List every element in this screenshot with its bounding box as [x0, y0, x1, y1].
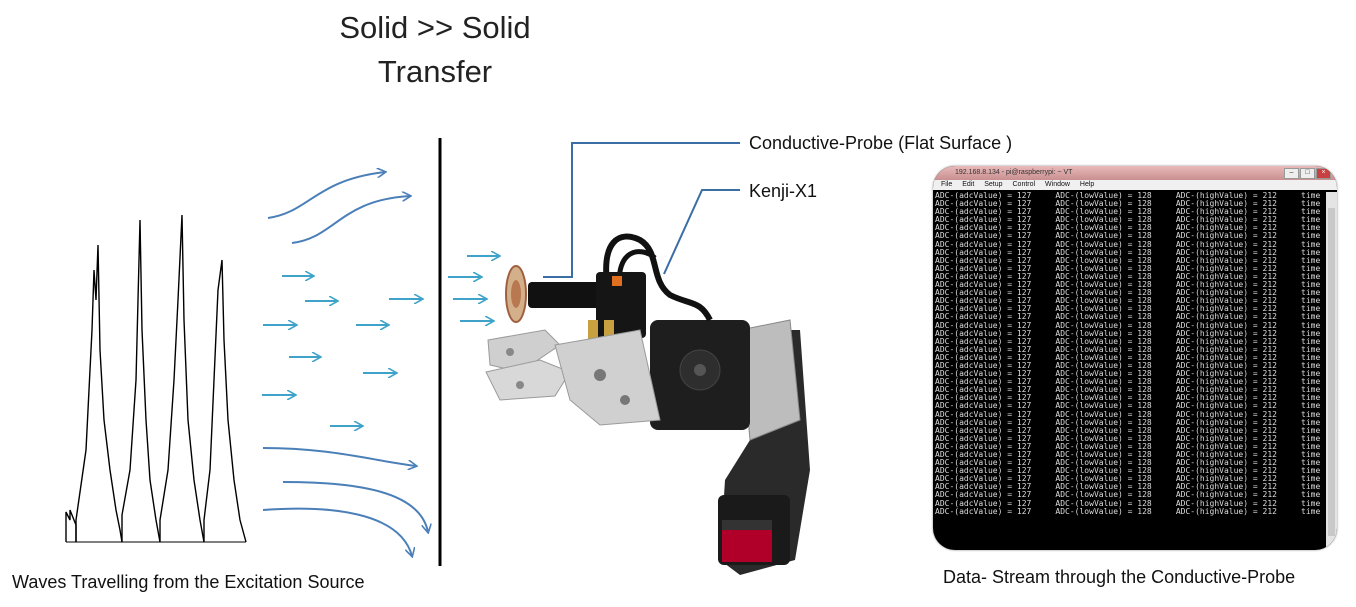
menu-file: File — [941, 181, 953, 188]
terminal-line: ADC-(adcValue) = 127 ADC-(lowValue) = 12… — [935, 393, 1325, 403]
terminal-line: ADC-(adcValue) = 127 ADC-(lowValue) = 12… — [935, 417, 1325, 427]
menu-control: Control — [1012, 181, 1036, 188]
menu-edit: Edit — [962, 181, 975, 188]
callout-lines — [543, 142, 740, 278]
terminal-line: ADC-(adcValue) = 127 ADC-(lowValue) = 12… — [935, 312, 1325, 322]
terminal-menubar: File Edit Setup Control Window Help — [933, 180, 1337, 190]
terminal-line: ADC-(adcValue) = 127 ADC-(lowValue) = 12… — [935, 401, 1325, 411]
terminal-line: ADC-(adcValue) = 127 ADC-(lowValue) = 12… — [935, 377, 1325, 387]
terminal-line: ADC-(adcValue) = 127 ADC-(lowValue) = 12… — [935, 498, 1325, 508]
terminal-line: ADC-(adcValue) = 127 ADC-(lowValue) = 12… — [935, 433, 1325, 443]
terminal-line: ADC-(adcValue) = 127 ADC-(lowValue) = 12… — [935, 360, 1325, 370]
maximize-icon: □ — [1300, 168, 1315, 179]
terminal-line: ADC-(adcValue) = 127 ADC-(lowValue) = 12… — [935, 296, 1325, 306]
robot-arm-image — [485, 233, 810, 575]
wave-arrows-straight — [262, 256, 499, 426]
terminal-line: ADC-(adcValue) = 127 ADC-(lowValue) = 12… — [935, 490, 1325, 500]
terminal-line: ADC-(adcValue) = 127 ADC-(lowValue) = 12… — [935, 239, 1325, 249]
diagram-title: Solid >> Solid Transfer — [300, 6, 570, 94]
terminal-window-title: 192.168.8.134 - pi@raspberrypi: ~ VT — [955, 169, 1073, 176]
terminal-line: ADC-(adcValue) = 127 ADC-(lowValue) = 12… — [935, 352, 1325, 362]
terminal-line: ADC-(adcValue) = 127 ADC-(lowValue) = 12… — [935, 482, 1325, 492]
title-line-2: Transfer — [377, 54, 493, 89]
terminal-line: ADC-(adcValue) = 127 ADC-(lowValue) = 12… — [935, 409, 1325, 419]
terminal-line: ADC-(adcValue) = 127 ADC-(lowValue) = 12… — [935, 304, 1325, 314]
terminal-line: ADC-(adcValue) = 127 ADC-(lowValue) = 12… — [935, 458, 1325, 468]
terminal-line: ADC-(adcValue) = 127 ADC-(lowValue) = 12… — [935, 474, 1325, 484]
terminal-line: ADC-(adcValue) = 127 ADC-(lowValue) = 12… — [935, 288, 1325, 298]
terminal-line: ADC-(adcValue) = 127 ADC-(lowValue) = 12… — [935, 328, 1325, 338]
menu-window: Window — [1045, 181, 1070, 188]
terminal-line: ADC-(adcValue) = 127 ADC-(lowValue) = 12… — [935, 344, 1325, 354]
conductive-probe-label: Conductive-Probe (Flat Surface ) — [749, 133, 1013, 153]
terminal-line: ADC-(adcValue) = 127 ADC-(lowValue) = 12… — [935, 466, 1325, 476]
terminal-line: ADC-(adcValue) = 127 ADC-(lowValue) = 12… — [935, 207, 1325, 217]
terminal-line: ADC-(adcValue) = 127 ADC-(lowValue) = 12… — [935, 320, 1325, 330]
waves-caption: Waves Travelling from the Excitation Sou… — [12, 572, 365, 592]
terminal-output: ADC-(adcValue) = 127 ADC-(lowValue) = 12… — [935, 192, 1325, 550]
terminal-line: ADC-(adcValue) = 127 ADC-(lowValue) = 12… — [935, 215, 1325, 225]
minimize-icon: – — [1284, 168, 1299, 179]
terminal-line: ADC-(adcValue) = 127 ADC-(lowValue) = 12… — [935, 369, 1325, 379]
terminal-line: ADC-(adcValue) = 127 ADC-(lowValue) = 12… — [935, 271, 1325, 281]
terminal-line: ADC-(adcValue) = 127 ADC-(lowValue) = 12… — [935, 425, 1325, 435]
close-icon: × — [1316, 168, 1331, 179]
terminal-line: ADC-(adcValue) = 127 ADC-(lowValue) = 12… — [935, 263, 1325, 273]
terminal-line: ADC-(adcValue) = 127 ADC-(lowValue) = 12… — [935, 199, 1325, 209]
terminal-line: ADC-(adcValue) = 127 ADC-(lowValue) = 12… — [935, 223, 1325, 233]
terminal-line: ADC-(adcValue) = 127 ADC-(lowValue) = 12… — [935, 192, 1325, 200]
menu-help: Help — [1079, 181, 1095, 188]
terminal-scrollbar — [1326, 192, 1337, 550]
terminal-scroll-thumb — [1328, 208, 1335, 536]
terminal-line: ADC-(adcValue) = 127 ADC-(lowValue) = 12… — [935, 506, 1325, 516]
title-line-1: Solid >> Solid — [339, 10, 531, 45]
excitation-waveform — [65, 214, 247, 543]
terminal-screenshot: 192.168.8.134 - pi@raspberrypi: ~ VT – □… — [933, 166, 1337, 550]
kenji-x1-label: Kenji-X1 — [749, 181, 818, 201]
terminal-line: ADC-(adcValue) = 127 ADC-(lowValue) = 12… — [935, 231, 1325, 241]
terminal-line: ADC-(adcValue) = 127 ADC-(lowValue) = 12… — [935, 385, 1325, 395]
terminal-line: ADC-(adcValue) = 127 ADC-(lowValue) = 12… — [935, 255, 1325, 265]
terminal-line: ADC-(adcValue) = 127 ADC-(lowValue) = 12… — [935, 247, 1325, 257]
wave-arrows-curved — [262, 172, 428, 556]
data-stream-caption: Data- Stream through the Conductive-Prob… — [943, 567, 1296, 587]
terminal-line: ADC-(adcValue) = 127 ADC-(lowValue) = 12… — [935, 280, 1325, 290]
terminal-line: ADC-(adcValue) = 127 ADC-(lowValue) = 12… — [935, 336, 1325, 346]
terminal-titlebar: 192.168.8.134 - pi@raspberrypi: ~ VT – □… — [933, 166, 1337, 180]
terminal-line: ADC-(adcValue) = 127 ADC-(lowValue) = 12… — [935, 441, 1325, 451]
terminal-line: ADC-(adcValue) = 127 ADC-(lowValue) = 12… — [935, 450, 1325, 459]
menu-setup: Setup — [984, 181, 1003, 188]
